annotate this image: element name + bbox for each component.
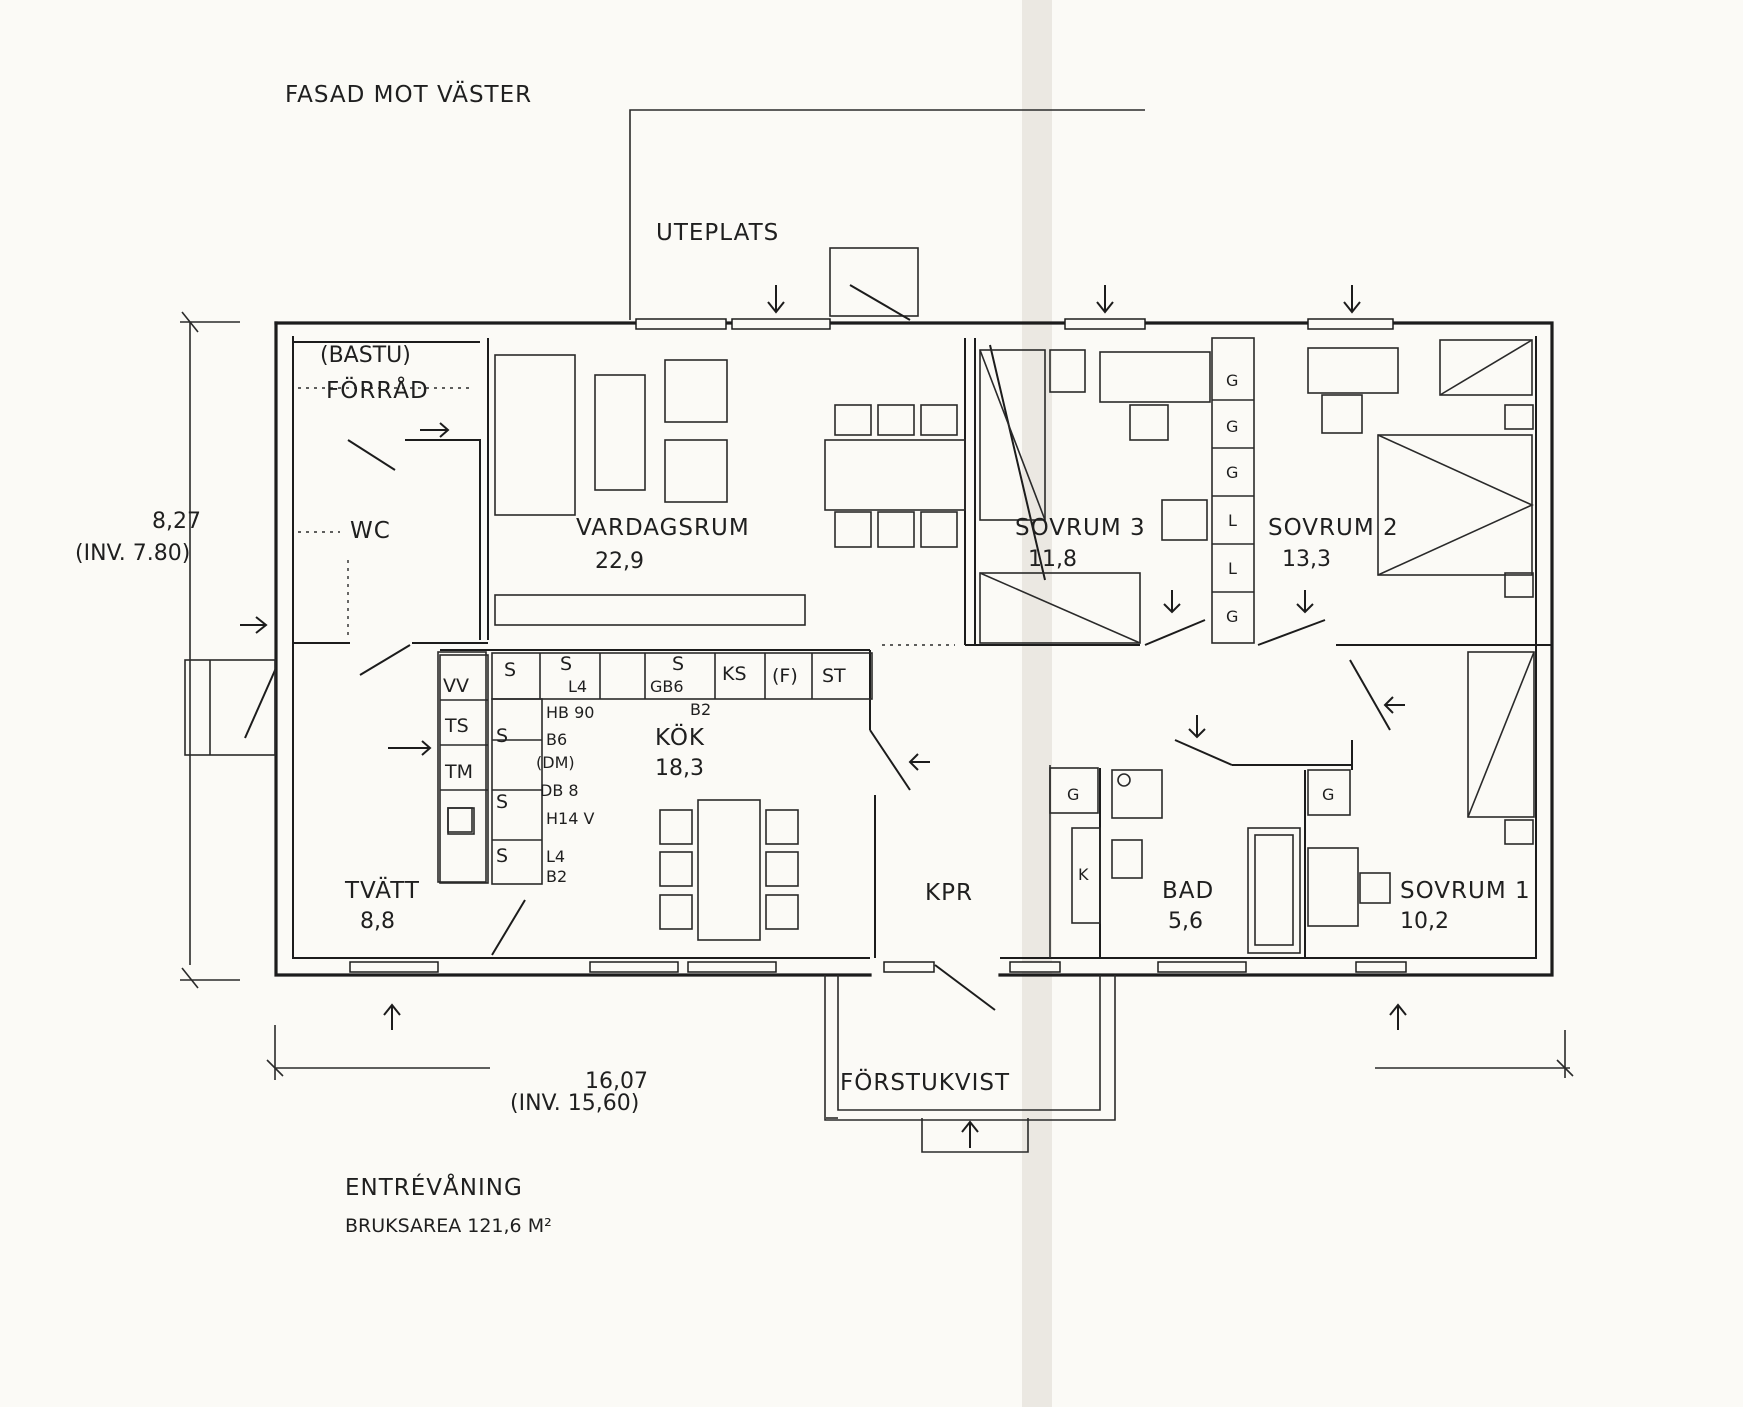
kitchen-fixtures [439, 652, 873, 941]
west-steps [184, 659, 276, 756]
fixture-freezer: (F) [772, 665, 798, 687]
porch-label: FÖRSTUKVIST [840, 1068, 1010, 1096]
laundry-name: TVÄTT [344, 876, 420, 904]
fixture-vv: VV [443, 675, 469, 697]
laundry-column [437, 651, 487, 883]
fixture-l4-side: L4 [546, 847, 565, 866]
fixture-st: ST [822, 665, 846, 687]
bedroom-furniture [979, 339, 1535, 927]
fixture-db8: DB 8 [540, 781, 579, 800]
kitchen-area: 18,3 [655, 756, 704, 781]
fixture-h14v: H14 V [546, 809, 594, 828]
bath-cabinet-left [1049, 767, 1099, 814]
depth-dimension: 8,27 [152, 509, 201, 534]
bath-cabinet-right [1307, 769, 1351, 816]
bath-fixture-g-2: G [1322, 785, 1334, 804]
fixture-dm: (DM) [536, 753, 575, 772]
fixture-l4-top: L4 [568, 677, 587, 696]
fixture-sink-3: S [672, 653, 684, 675]
wardrobe-l-1: L [1228, 511, 1237, 530]
bath-area: 5,6 [1168, 909, 1203, 934]
bath-cabinet-k [1071, 827, 1101, 924]
laundry-area: 8,8 [360, 909, 395, 934]
wardrobe-g-2: G [1226, 417, 1238, 436]
dotted-partitions [298, 387, 955, 646]
wardrobe-g-4: G [1226, 607, 1238, 626]
bedroom3-area: 11,8 [1028, 547, 1077, 572]
paper-fold-shadow [1022, 0, 1052, 1407]
width-dimension: 16,07 [585, 1069, 648, 1094]
fixture-b2-top: B2 [690, 700, 711, 719]
wardrobe-g-1: G [1226, 371, 1238, 390]
fixture-hb90: HB 90 [546, 703, 594, 722]
fixture-sink-2: S [560, 653, 572, 675]
bath-name: BAD [1162, 878, 1214, 904]
windows [349, 318, 1407, 973]
width-dimension-inner: (INV. 15,60) [510, 1091, 639, 1116]
bath-fixture-g-1: G [1067, 785, 1079, 804]
living-room-furniture [494, 354, 966, 626]
floor-name: ENTRÉVÅNING [345, 1173, 523, 1201]
fixture-side-sink-3: S [496, 845, 508, 867]
entrance-arrows [240, 285, 1407, 1148]
bedroom1-name: SOVRUM 1 [1400, 878, 1531, 904]
fixture-gb6: GB6 [650, 677, 684, 696]
wardrobe-column [1212, 399, 1254, 593]
facade-label: FASAD MOT VÄSTER [285, 80, 532, 108]
fixture-sink-1: S [504, 659, 516, 681]
bath-fixture-k: K [1078, 865, 1089, 884]
usable-area: BRUKSAREA 121,6 M² [345, 1215, 552, 1237]
wc-label: WC [350, 518, 391, 544]
fixture-ks: KS [722, 663, 747, 685]
living-room-name: VARDAGSRUM [576, 515, 750, 541]
fixture-b6: B6 [546, 730, 567, 749]
fixture-side-sink-2: S [496, 791, 508, 813]
hall-label: KPR [925, 880, 973, 906]
wardrobe-g-3: G [1226, 463, 1238, 482]
exterior-walls [274, 321, 1554, 977]
bedroom1-area: 10,2 [1400, 909, 1449, 934]
fixture-tm: TM [444, 761, 473, 783]
fixture-side-sink-1: S [496, 725, 508, 747]
kitchen-name: KÖK [655, 723, 705, 751]
wardrobe-l-2: L [1228, 559, 1237, 578]
bedroom2-name: SOVRUM 2 [1268, 515, 1399, 541]
bedroom2-area: 13,3 [1282, 547, 1331, 572]
dimension-lines [180, 311, 1574, 1080]
depth-dimension-inner: (INV. 7.80) [75, 541, 190, 566]
patio-outline [629, 109, 1145, 321]
porch-outline [824, 975, 1116, 1153]
fixture-ts: TS [444, 715, 469, 737]
sauna-label: (BASTU) [320, 343, 411, 368]
door-swings [244, 344, 1391, 1011]
living-room-area: 22,9 [595, 549, 644, 574]
interior-walls [293, 337, 1552, 958]
fixture-b2-side: B2 [546, 867, 567, 886]
bath-fixtures [1111, 769, 1301, 954]
patio-label: UTEPLATS [656, 220, 779, 246]
bedroom3-name: SOVRUM 3 [1015, 515, 1146, 541]
storage-label: FÖRRÅD [326, 376, 429, 404]
